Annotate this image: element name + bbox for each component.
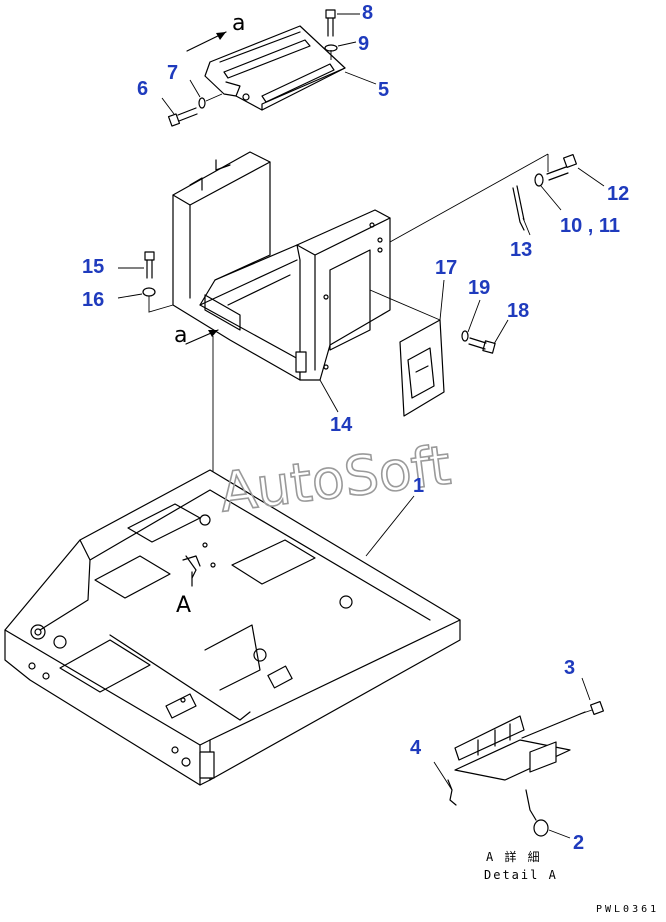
leader-1 [365,495,415,557]
callout-1: 1 [413,475,424,497]
washer-part-10-11 [534,173,562,211]
callout-18: 18 [507,300,529,322]
view-letter-A-main: A [176,593,191,618]
detail-caption-ja: A 詳 細 [486,849,542,864]
leader-5 [344,71,377,85]
callout-3: 3 [564,657,575,679]
callout-16: 16 [82,289,104,311]
callout-4: 4 [410,737,422,759]
callout-5: 5 [378,79,389,101]
bolt-part-8 [325,9,360,37]
view-arrow-a-top: a [186,11,245,52]
callout-12: 12 [607,183,629,205]
view-arrow-A-main: A [176,571,193,618]
view-letter-a-top: a [232,11,245,36]
callout-13: 13 [510,239,532,261]
callout-2: 2 [573,832,584,854]
bolt-part-12 [546,153,605,187]
callout-9: 9 [358,33,369,55]
cover-plate-part-17 [369,279,445,417]
callout-17: 17 [435,257,457,279]
drawing-code: PWL0361 [596,904,659,915]
washer-part-16 [117,287,174,313]
view-arrow-a-mid: a [174,323,219,348]
view-letter-a-mid: a [174,323,187,348]
callout-15: 15 [82,256,104,278]
callout-8: 8 [362,2,373,24]
top-plate-part-5 [204,25,346,111]
washer-part-9 [324,41,357,60]
leader-bracket-12 [389,153,549,243]
washer-part-7 [189,79,223,109]
detail-a-hinge [433,677,605,839]
pin-part-13 [512,185,531,236]
bolt-part-6 [161,97,198,127]
base-frame-part-1 [4,469,461,786]
bolt-part-18 [468,319,509,354]
callout-6: 6 [137,78,148,100]
bolt-part-15 [118,251,155,279]
washer-part-19 [461,299,481,342]
detail-caption-en: Detail A [484,868,558,882]
callout-7: 7 [167,62,178,84]
leader-14 [319,379,339,413]
callout-19: 19 [468,277,490,299]
frame-bracket-part-14 [172,151,391,381]
callout-14: 14 [330,414,353,436]
callout-10-11: 10 , 11 [560,215,620,237]
